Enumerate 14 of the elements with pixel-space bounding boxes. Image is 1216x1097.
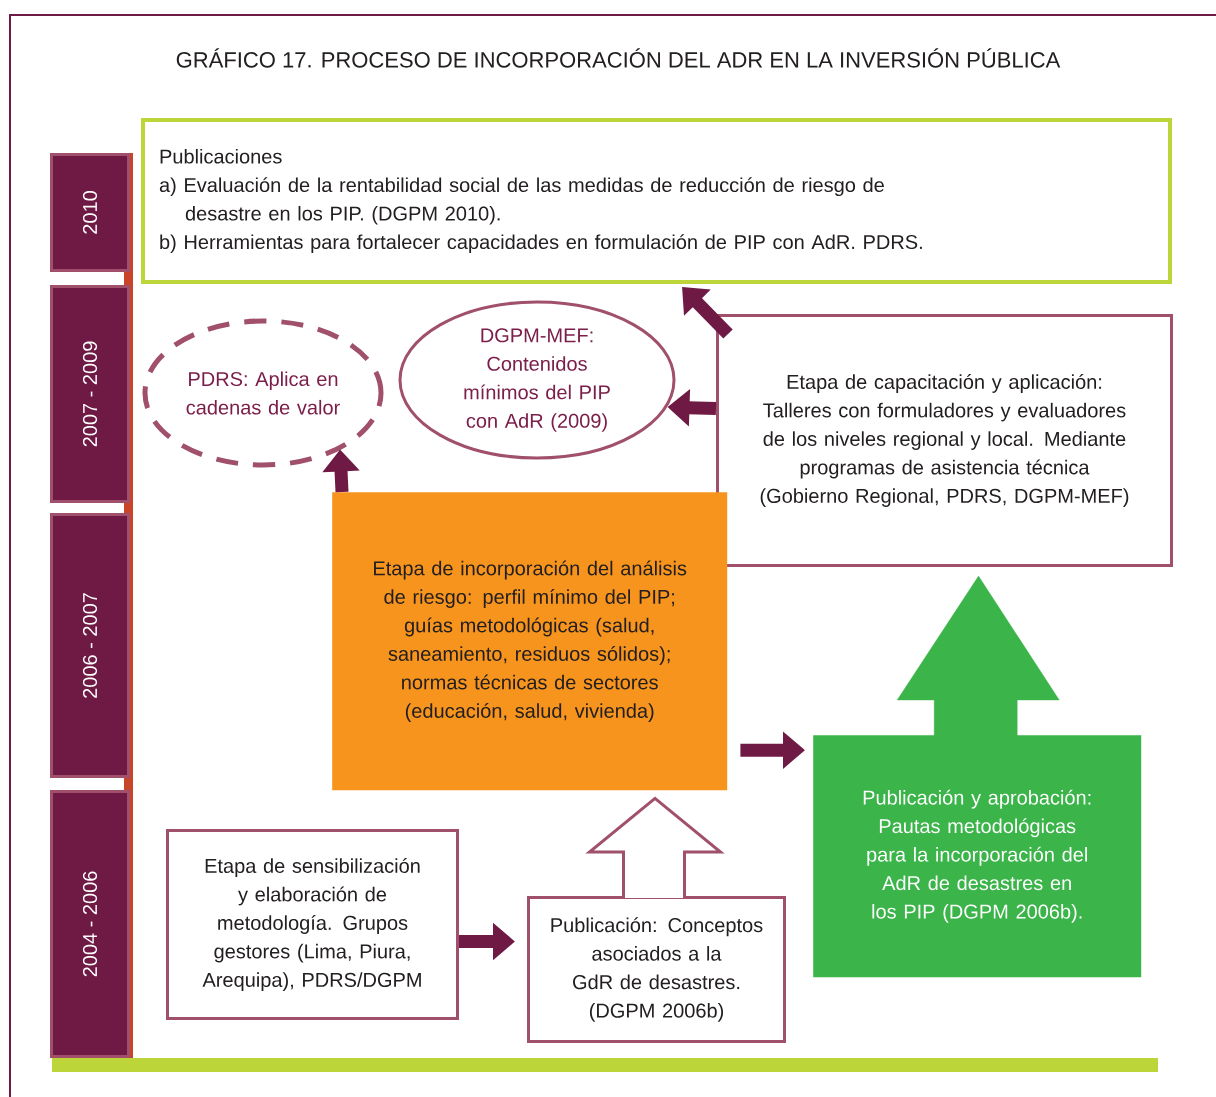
year-band: 2010	[50, 153, 130, 272]
year-band: 2007 - 2009	[50, 285, 130, 503]
publications-box: Publicaciones a) Evaluación de la rentabilidad social de las medidas de reducción de riesgo de desastre en los PIP. (DGPM 2010). b) Herramientas para fortalecer capacidades en formulación de PIP con AdR. PDRS.	[141, 118, 1172, 284]
publication-box: Publicación: Conceptos asociados a la GdR de desastres. (DGPM 2006b)	[527, 896, 786, 1043]
hollow-block-arrow	[585, 796, 725, 900]
stage-box: Etapa de incorporación del análisis de riesgo: perfil mínimo del PIP; guías metodológicas (salud, saneamiento, residuos sólidos); normas técnicas de sectores (educación, salud, vivienda)	[332, 492, 728, 791]
arrow	[682, 287, 733, 339]
stage-box: Etapa de capacitación y aplicación: Talleres con formuladores y evaluadores de los niveles regional y local. Mediante programas de asistencia técnica (Gobierno Regional, PDRS, DGPM-MEF)	[716, 314, 1173, 567]
publication-box: Publicación y aprobación: Pautas metodológicas para la incorporación del AdR de desastres en los PIP (DGPM 2006b).	[813, 735, 1142, 978]
stage-box: Etapa de sensibilización y elaboración de metodología. Grupos gestores (Lima, Piura, Arequipa), PDRS/DGPM	[166, 829, 459, 1020]
block-arrow	[897, 575, 1060, 737]
year-band: 2004 - 2006	[50, 790, 130, 1058]
title: GRÁFICO 17. PROCESO DE INCORPORACIÓN DEL ADR EN LA INVERSIÓN PÚBLICA	[176, 48, 1061, 68]
year-band: 2006 - 2007	[50, 513, 130, 778]
